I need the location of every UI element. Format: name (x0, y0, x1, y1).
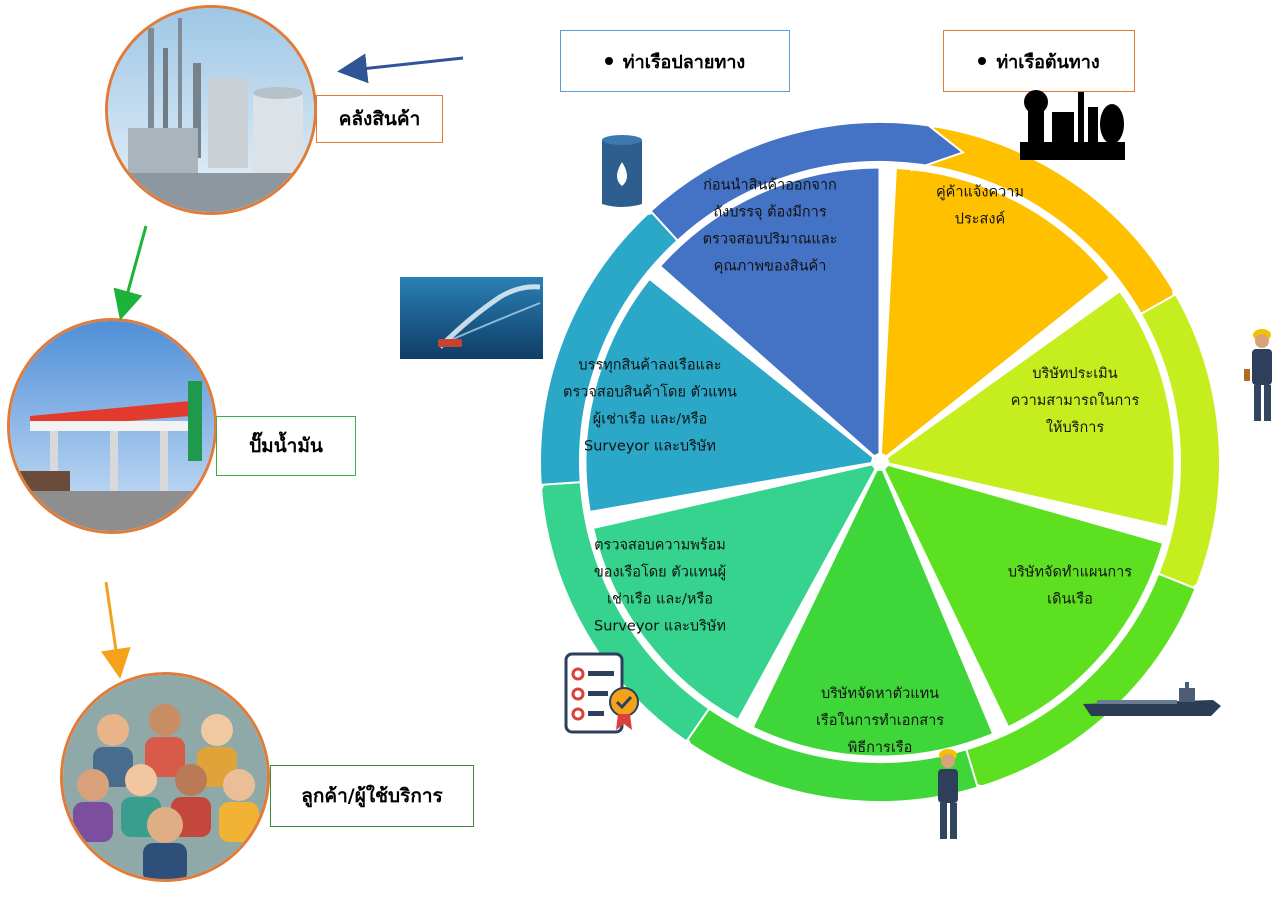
cycle-step-text: บริษัทประเมินความสามารถในการให้บริการ (1011, 366, 1140, 436)
warehouse-label-text: คลังสินค้า (338, 108, 421, 130)
gas-station-label: ปั๊มน้ำมัน (216, 416, 356, 476)
cycle-step-segment (590, 462, 878, 723)
worker-icon (1244, 329, 1272, 421)
left-flow-arrows (100, 53, 464, 679)
cycle-step-text: ตรวจสอบความพร้อมของเรือโดย ตัวแทนผู้เช่า… (594, 537, 726, 635)
cycle-arrow-band (649, 115, 966, 242)
cycle-step-text: บริษัทจัดทำแผนการเดินเรือ (1008, 565, 1132, 608)
cycle-step-text: บรรทุกสินค้าลงเรือและตรวจสอบสินค้าโดย ตั… (563, 357, 737, 455)
arrow-to-customers (100, 581, 131, 679)
arrow-to-gas-station (113, 225, 148, 321)
cycle-step-segment (878, 165, 1113, 459)
gas-station-photo (7, 318, 217, 534)
ship-wake-photo (400, 277, 543, 359)
bullet-icon (604, 57, 613, 65)
gas-station-label-text: ปั๊มน้ำมัน (249, 435, 323, 457)
arrow-to-warehouse (337, 53, 464, 84)
destination-port-label: ท่าเรือปลายทาง (622, 51, 746, 73)
cycle-step-segment (583, 275, 876, 515)
cycle-step-text: บริษัทจัดหาตัวแทนเรือในการทำเอกสารพิธีกา… (816, 686, 944, 756)
cycle-step-segment (884, 288, 1177, 530)
checklist-icon (564, 652, 639, 734)
oil-barrel-icon (602, 135, 642, 207)
worker-icon (938, 749, 958, 839)
cycle-step-segment (750, 467, 996, 759)
tanker-ship-icon (1083, 682, 1221, 716)
destination-port-box: ท่าเรือปลายทาง (560, 30, 790, 92)
customers-label: ลูกค้า/ผู้ใช้บริการ (270, 765, 474, 827)
bullet-icon (978, 57, 987, 65)
customers-label-text: ลูกค้า/ผู้ใช้บริการ (301, 785, 443, 807)
cycle-step-text: ก่อนนำสินค้าออกจากถังบรรจุ ต้องมีการตรวจ… (703, 177, 838, 275)
cycle-step-segment (881, 462, 1166, 730)
customers-photo (60, 672, 270, 882)
warehouse-label: คลังสินค้า (316, 95, 443, 143)
cycle-step-text: คู่ค้าแจ้งความประสงค์ (936, 184, 1024, 228)
cycle-step-segment (657, 165, 882, 459)
origin-port-label: ท่าเรือต้นทาง (996, 51, 1100, 73)
refinery-icon (1020, 90, 1125, 160)
